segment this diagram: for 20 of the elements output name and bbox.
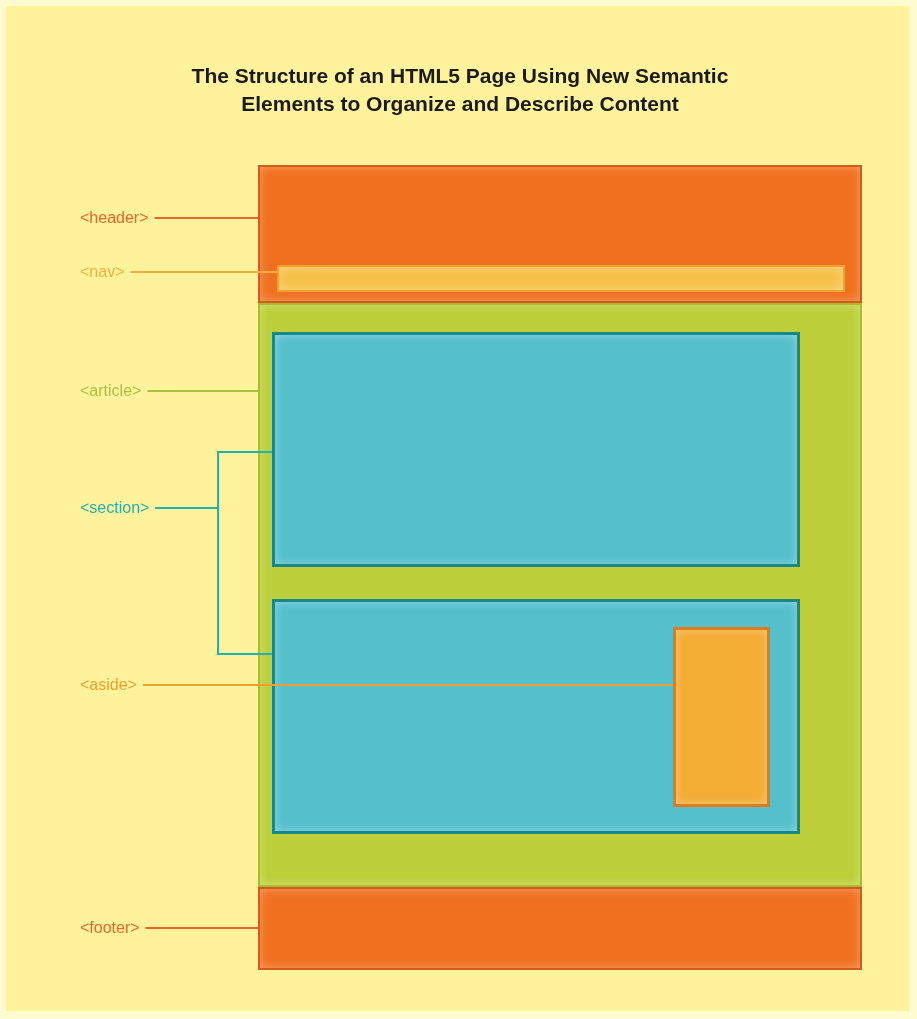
section-panel — [272, 332, 800, 567]
leader-line — [153, 217, 259, 219]
header-region — [258, 165, 862, 303]
tag-label: <section> — [80, 498, 150, 518]
leader-line — [141, 684, 674, 686]
section-panel — [272, 599, 800, 834]
tag-label: <footer> — [80, 918, 140, 938]
tag-label: <article> — [80, 381, 142, 401]
aside-panel — [673, 627, 770, 807]
leader-line — [129, 271, 278, 273]
tag-label: <nav> — [80, 262, 125, 282]
tag-label: <header> — [80, 208, 149, 228]
tag-label: <aside> — [80, 675, 137, 695]
nav-bar — [277, 265, 845, 292]
leader-line — [146, 390, 259, 392]
footer-region — [258, 887, 862, 970]
diagram-title: The Structure of an HTML5 Page Using New Semantic Elements to Organize and Describe Content — [190, 63, 730, 117]
article-panel — [258, 303, 862, 887]
leader-line — [144, 927, 259, 929]
leader-line — [154, 507, 273, 655]
